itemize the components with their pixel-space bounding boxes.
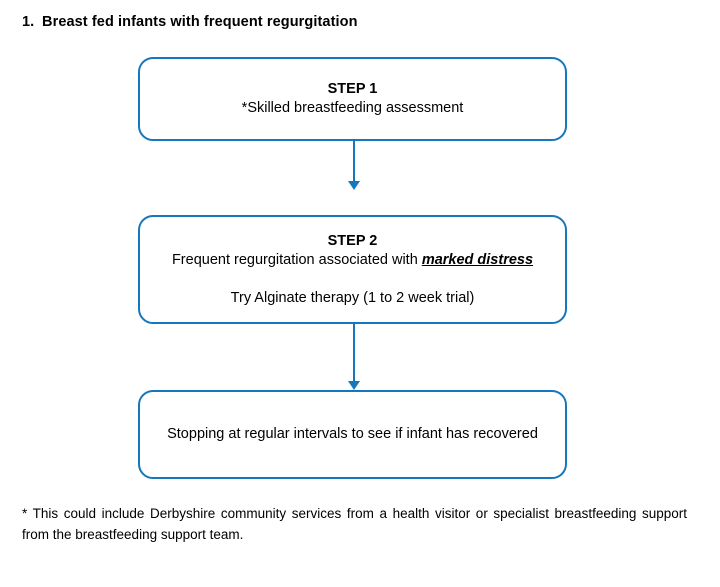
arrow-head-down-icon (348, 381, 360, 390)
arrow-step2-to-step3 (348, 324, 360, 390)
flow-box-step-2-body-prefix: Frequent regurgitation associated with (171, 251, 422, 268)
flow-box-step-2: STEP 2 Frequent regurgitation associated… (138, 215, 567, 324)
footnote: * This could include Derbyshire communit… (22, 506, 687, 542)
flow-box-step-3: Stopping at regular intervals to see if … (138, 390, 567, 479)
page-title-text: Breast fed infants with frequent regurgi… (42, 14, 358, 30)
arrow-shaft (353, 141, 355, 182)
page-title-number: 1. (22, 14, 35, 30)
flow-box-step-3-body: Stopping at regular intervals to see if … (167, 426, 538, 442)
flow-box-step-2-body-secondary: Try Alginate therapy (1 to 2 week trial) (230, 289, 475, 306)
flow-box-step-2-body-emphasis: marked distress (421, 251, 534, 268)
arrow-shaft (353, 324, 355, 382)
flow-box-step-1-body: *Skilled breastfeeding assessment (241, 100, 464, 116)
flow-box-step-2-body: Frequent regurgitation associated with m… (172, 251, 533, 270)
page-title: 1. Breast fed infants with frequent regur… (22, 14, 358, 30)
flow-box-step-1-title: STEP 1 (327, 81, 378, 97)
flow-box-step-1: STEP 1 *Skilled breastfeeding assessment (138, 57, 567, 141)
flow-box-step-2-title: STEP 2 (327, 232, 378, 249)
arrow-head-down-icon (348, 181, 360, 190)
arrow-step1-to-step2 (348, 141, 360, 190)
